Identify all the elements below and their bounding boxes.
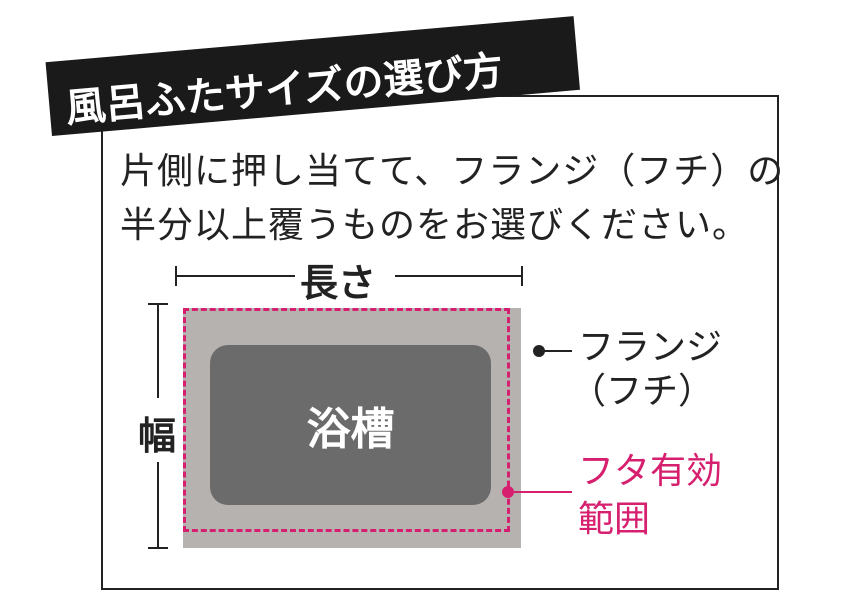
length-line-left [175,275,295,277]
flange-callout-dot [533,345,545,357]
flange-callout-line [540,350,572,352]
width-line-top [157,303,159,398]
length-label: 長さ [300,261,377,305]
bathtub: 浴槽 [210,345,491,505]
cover-area-label-2: 範囲 [578,499,651,540]
cover-callout-dot [502,486,514,498]
width-line-bottom [157,462,159,548]
width-tick-bottom [148,547,168,549]
cover-area-outline [183,308,510,532]
width-label: 幅 [138,414,177,458]
flange-label-1: フランジ [578,327,723,368]
flange-label-2: （フチ） [570,371,715,412]
instruction-line-2: 半分以上覆うものをお選びください。 [120,205,750,246]
cover-area-label-1: フタ有効 [578,451,723,492]
bathtub-label: 浴槽 [306,404,395,455]
length-line-right [395,275,523,277]
cover-callout-line [510,491,572,493]
instruction-line-1: 片側に押し当てて、フランジ（フチ）の [120,151,785,192]
